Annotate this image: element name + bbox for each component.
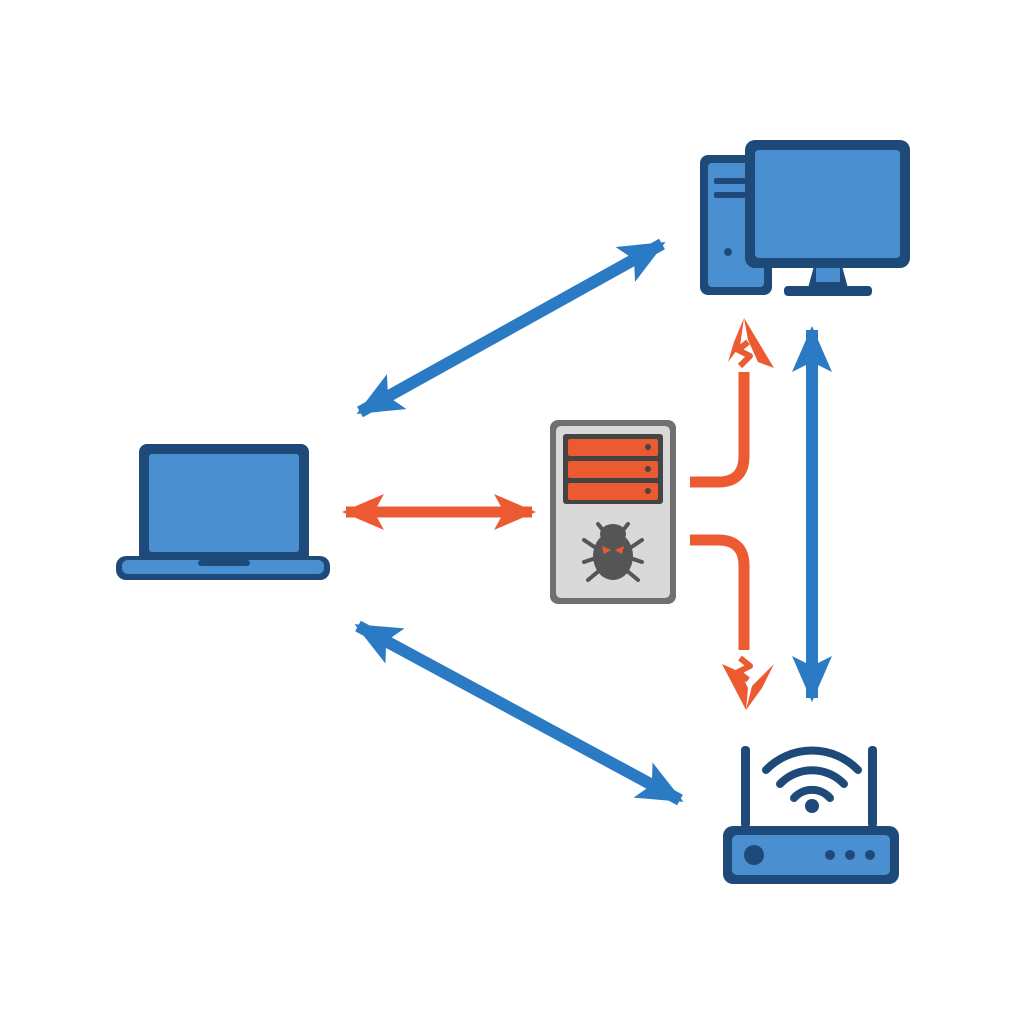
- break-mark-router: [735, 655, 753, 683]
- link-intercept-router: [690, 534, 750, 650]
- link-intercept-desktop: [690, 372, 750, 488]
- attack-links: [342, 318, 774, 710]
- wifi-router-icon: [723, 746, 899, 884]
- link-laptop-desktop: [356, 238, 666, 418]
- laptop-icon: [116, 444, 330, 580]
- arrowhead-intercept-router: [722, 664, 774, 710]
- malware-server-icon: [550, 420, 676, 604]
- wifi-signal-icon: [762, 746, 862, 774]
- legit-links: [354, 238, 832, 806]
- link-laptop-router: [354, 620, 684, 806]
- desktop-computer-icon: [700, 140, 910, 296]
- bug-icon: [582, 522, 644, 582]
- arrowhead-intercept-desktop: [728, 318, 774, 368]
- break-mark-desktop: [735, 339, 753, 369]
